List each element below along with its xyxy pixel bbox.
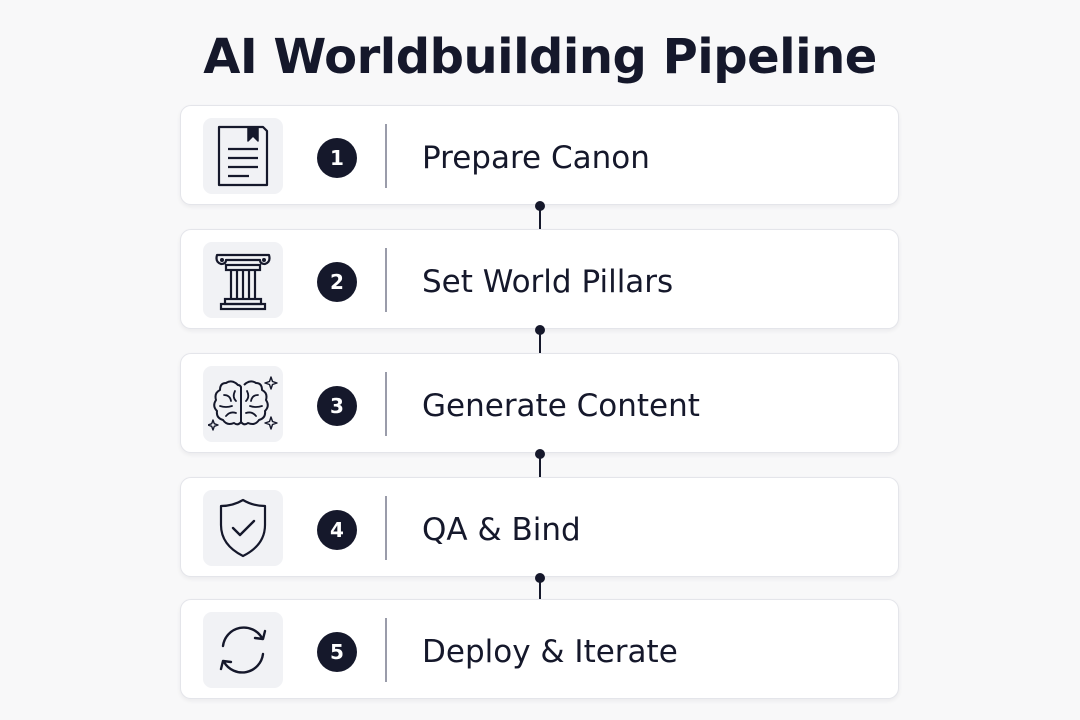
step-connector bbox=[535, 325, 545, 355]
step-card-set-world-pillars: 2 Set World Pillars bbox=[180, 229, 899, 329]
step-card-deploy-iterate: 5 Deploy & Iterate bbox=[180, 599, 899, 699]
step-number-badge: 4 bbox=[317, 510, 357, 550]
step-divider bbox=[385, 124, 387, 188]
column-pillar-icon bbox=[215, 253, 271, 311]
step-card-generate-content: 3 Generate Content bbox=[180, 353, 899, 453]
step-icon-tile bbox=[203, 366, 283, 442]
page-title: AI Worldbuilding Pipeline bbox=[203, 29, 877, 85]
step-number-badge: 1 bbox=[317, 138, 357, 178]
step-label: QA & Bind bbox=[422, 512, 581, 548]
step-divider bbox=[385, 618, 387, 682]
step-icon-tile bbox=[203, 612, 283, 688]
step-connector bbox=[535, 573, 545, 603]
step-icon-tile bbox=[203, 490, 283, 566]
step-number-badge: 3 bbox=[317, 386, 357, 426]
step-number-badge: 5 bbox=[317, 632, 357, 672]
refresh-cycle-icon bbox=[219, 626, 267, 674]
step-label: Deploy & Iterate bbox=[422, 634, 678, 670]
step-divider bbox=[385, 372, 387, 436]
step-connector bbox=[535, 449, 545, 479]
step-label: Prepare Canon bbox=[422, 140, 650, 176]
step-label: Generate Content bbox=[422, 388, 700, 424]
document-icon bbox=[217, 125, 269, 187]
step-icon-tile bbox=[203, 118, 283, 194]
step-card-qa-bind: 4 QA & Bind bbox=[180, 477, 899, 577]
step-card-prepare-canon: 1 Prepare Canon bbox=[180, 105, 899, 205]
step-label: Set World Pillars bbox=[422, 264, 674, 300]
brain-sparkle-icon bbox=[208, 376, 278, 431]
step-divider bbox=[385, 496, 387, 560]
step-divider bbox=[385, 248, 387, 312]
shield-check-icon bbox=[219, 498, 267, 558]
step-connector bbox=[535, 201, 545, 231]
step-number-badge: 2 bbox=[317, 262, 357, 302]
step-icon-tile bbox=[203, 242, 283, 318]
